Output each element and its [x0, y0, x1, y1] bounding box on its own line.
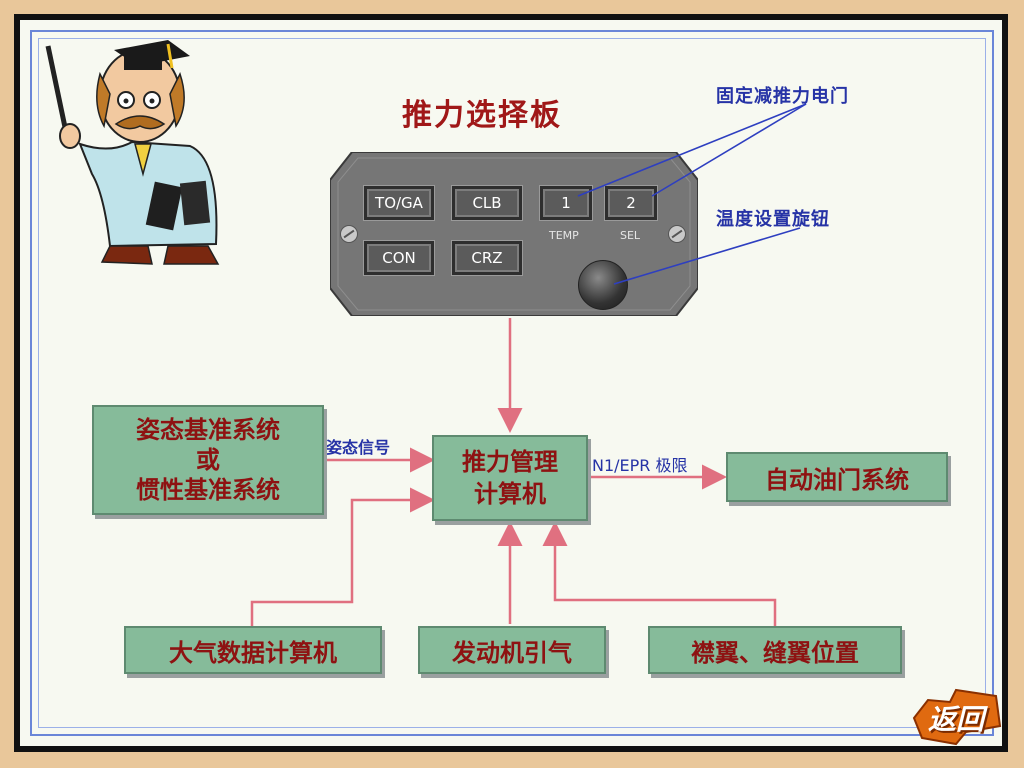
- box-line: 或: [196, 445, 220, 474]
- return-arrow-icon: [912, 688, 1002, 746]
- thrust-management-computer-box: 推力管理 计算机: [432, 435, 588, 521]
- air-data-computer-box: 大气数据计算机: [124, 626, 382, 674]
- box-line: 计算机: [474, 479, 546, 508]
- border-line-inner: [38, 38, 986, 728]
- box-line: 推力管理: [462, 447, 558, 476]
- label-fixed-derate: 固定减推力电门: [716, 86, 849, 107]
- sel-label: SEL: [620, 229, 641, 242]
- clb-button[interactable]: CLB: [452, 186, 522, 220]
- panel-screw: [668, 225, 686, 243]
- derate-1-button[interactable]: 1: [540, 186, 592, 220]
- con-button[interactable]: CON: [364, 241, 434, 275]
- engine-bleed-box: 发动机引气: [418, 626, 606, 674]
- return-label: 返回: [928, 703, 985, 736]
- toga-button[interactable]: TO/GA: [364, 186, 434, 220]
- temp-label: TEMP: [549, 229, 579, 242]
- attitude-reference-box: 姿态基准系统 或 惯性基准系统: [92, 405, 324, 515]
- derate-2-button[interactable]: 2: [605, 186, 657, 220]
- box-line: 惯性基准系统: [136, 475, 280, 504]
- flaps-slats-position-box: 襟翼、缝翼位置: [648, 626, 902, 674]
- teacher-cartoon-icon: [45, 40, 220, 265]
- label-attitude-signal: 姿态信号: [326, 438, 391, 457]
- border-line-outer: [30, 30, 994, 736]
- crz-button[interactable]: CRZ: [452, 241, 522, 275]
- temperature-knob[interactable]: [578, 260, 628, 310]
- label-n1-limit: N1/EPR 极限: [592, 456, 688, 475]
- label-temp-knob: 温度设置旋钮: [716, 209, 830, 230]
- box-line: 姿态基准系统: [136, 415, 280, 444]
- return-button[interactable]: 返回: [910, 688, 1002, 746]
- autothrottle-box: 自动油门系统: [726, 452, 948, 502]
- diagram-title: 推力选择板: [402, 98, 562, 133]
- panel-screw: [340, 225, 358, 243]
